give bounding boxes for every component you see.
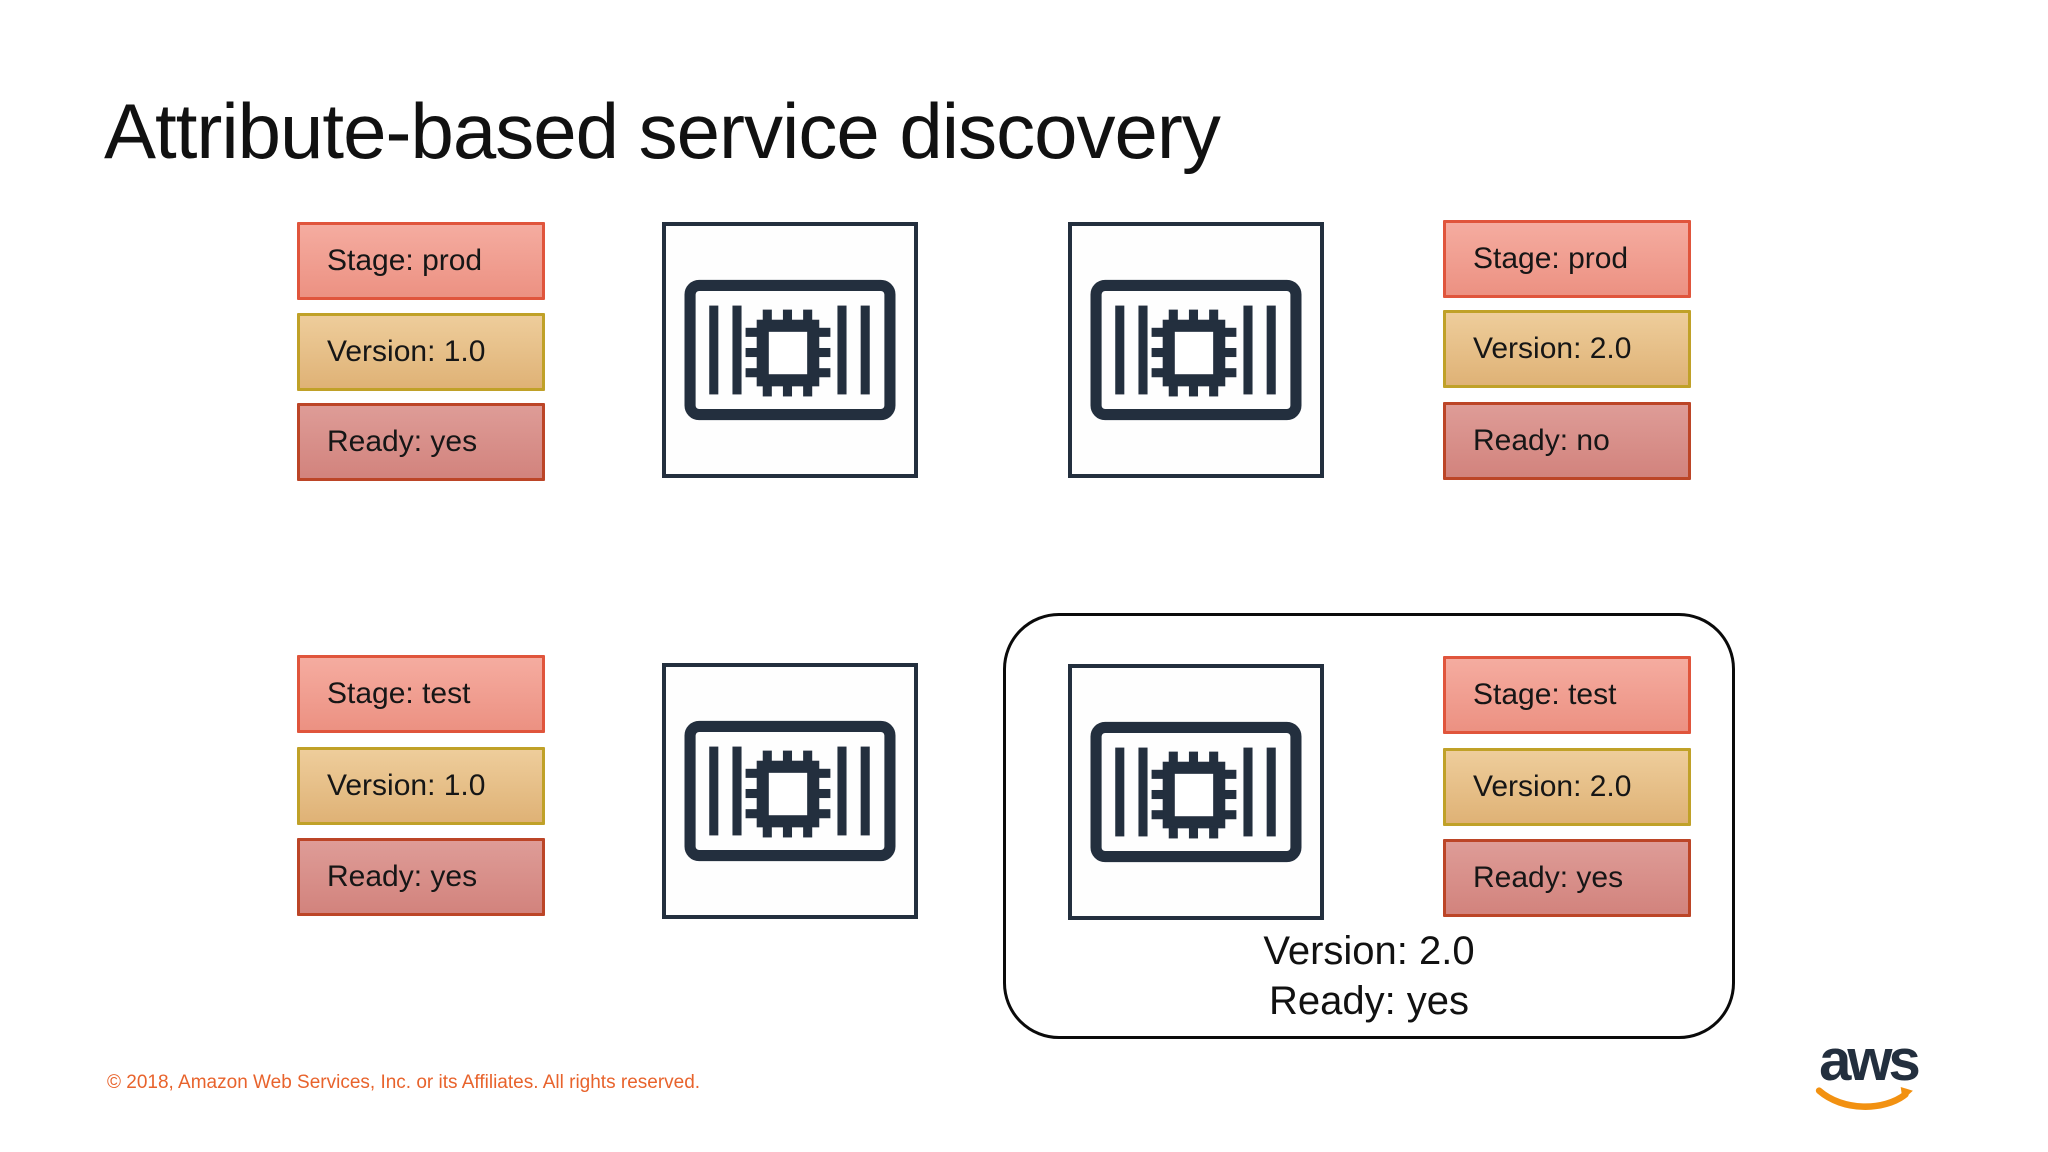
- tag-ready-yes: Ready: yes: [1443, 839, 1691, 917]
- copyright-text: © 2018, Amazon Web Services, Inc. or its…: [107, 1072, 701, 1093]
- container-icon: [684, 279, 896, 421]
- tag-stage-prod-v2: Stage: prod: [1443, 220, 1691, 298]
- caption-ready-line: Ready: yes: [1268, 979, 1470, 1023]
- tag-stage-test-v2: Stage: test: [1443, 656, 1691, 734]
- tag-version-2-0: Version: 2.0: [1443, 310, 1691, 388]
- tag-version-2-0: Version: 2.0: [1443, 748, 1691, 826]
- container-icon: [684, 720, 896, 862]
- tag-ready-yes: Ready: yes: [297, 403, 545, 481]
- container-icon: [1090, 721, 1302, 863]
- tag-version-1-0: Version: 1.0: [297, 313, 545, 391]
- service-box-test-v1: [662, 663, 918, 919]
- tag-ready-yes: Ready: yes: [297, 838, 545, 916]
- tag-version-1-0: Version: 1.0: [297, 747, 545, 825]
- container-icon: [1090, 279, 1302, 421]
- service-box-test-v2: [1068, 664, 1324, 920]
- page-title: Attribute-based service discovery: [104, 87, 1221, 175]
- tag-stage-prod-v1: Stage: prod: [297, 222, 545, 300]
- aws-smile-icon: [1815, 1086, 1913, 1110]
- tag-stage-test-v1: Stage: test: [297, 655, 545, 733]
- service-box-prod-v1: [662, 222, 918, 478]
- caption-version-line: Version: 2.0: [1263, 929, 1475, 973]
- selected-service-outline: [1003, 613, 1735, 1039]
- aws-logo-text: aws: [1819, 1028, 1921, 1093]
- aws-logo: aws: [1813, 1032, 1923, 1122]
- tag-ready-no: Ready: no: [1443, 402, 1691, 480]
- selected-service-caption: Version: 2.0 Ready: yes: [1003, 926, 1735, 1026]
- service-box-prod-v2: [1068, 222, 1324, 478]
